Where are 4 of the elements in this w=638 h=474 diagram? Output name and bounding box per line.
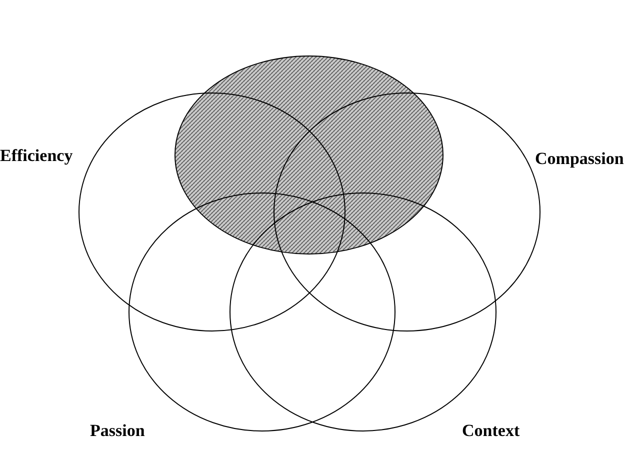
set-label: Passion [90,421,145,441]
set-label: Context [462,421,520,441]
set-label: Efficiency [0,146,73,166]
set-label: Compassion [535,149,624,169]
